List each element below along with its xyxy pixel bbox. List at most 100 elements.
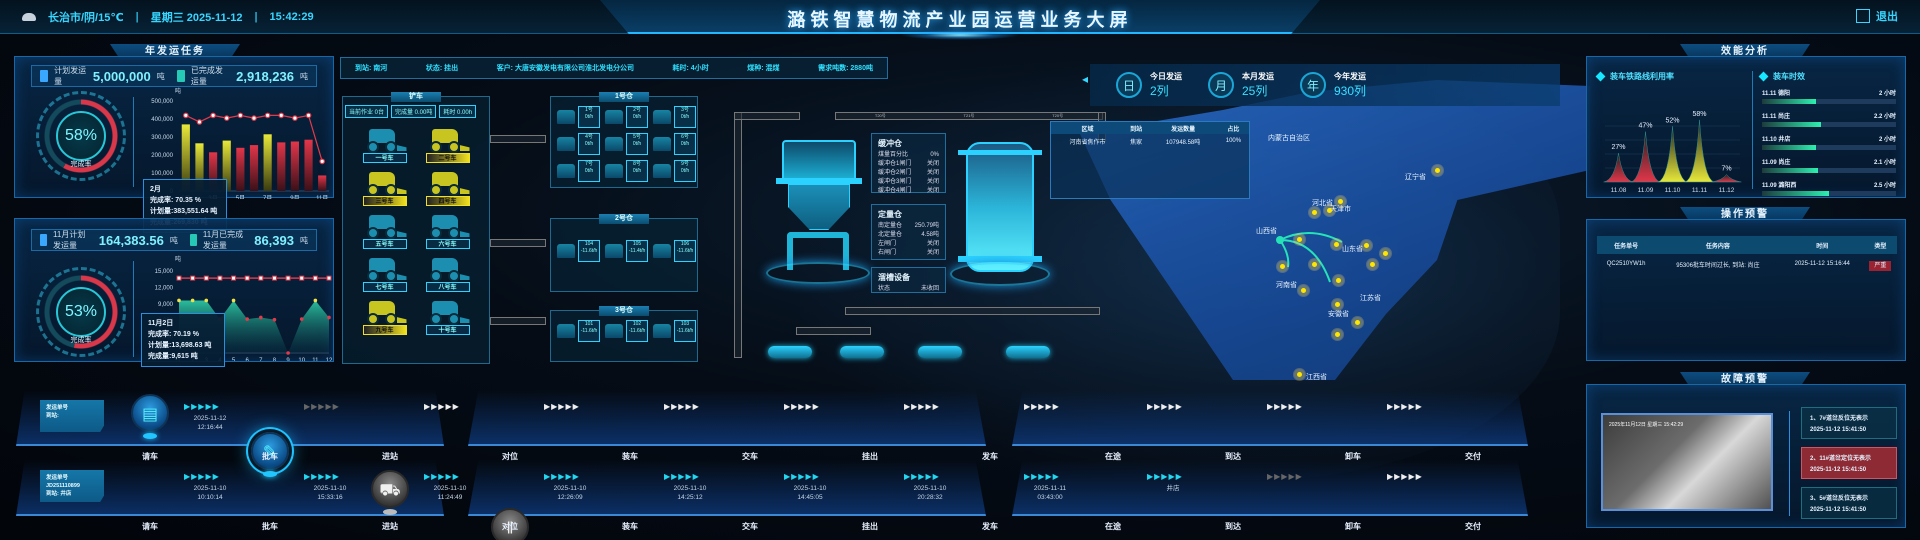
- bin-id: 1号: [585, 107, 593, 113]
- silo-bin[interactable]: 104-11.6t/h: [557, 240, 600, 262]
- bin-id: 3号: [681, 107, 689, 113]
- fault-time: 2025-11-12 15:41:50: [1810, 507, 1867, 513]
- map-dot[interactable]: [1383, 251, 1388, 256]
- map-dot[interactable]: [1370, 262, 1375, 267]
- silo-bin[interactable]: 102-11.6t/h: [605, 320, 648, 342]
- loader-icon: [363, 254, 407, 282]
- tag-line: 发运单号: [46, 475, 69, 481]
- map-dot[interactable]: [1338, 199, 1343, 204]
- summary-label: 本月发运: [1242, 72, 1274, 81]
- loader-十号车[interactable]: 十号车: [416, 297, 479, 335]
- loader-一号车[interactable]: 一号车: [353, 125, 416, 163]
- silo-bin-icon: [653, 110, 671, 124]
- loader-bucket: [459, 145, 470, 151]
- loader-icon: [426, 168, 470, 196]
- loader-icon: [363, 297, 407, 325]
- loader-八号车[interactable]: 八号车: [416, 254, 479, 292]
- loader-三号车[interactable]: 三号车: [353, 168, 416, 206]
- timing-label: 11.11 尚庄: [1762, 114, 1791, 120]
- silo-bin-icon: [557, 137, 575, 151]
- loader-四号车[interactable]: 四号车: [416, 168, 479, 206]
- flow-node-请车[interactable]: ▤: [131, 394, 169, 439]
- bin-id: 9号: [681, 161, 689, 167]
- camera-feed[interactable]: 2025年11月12日 星期三 15:42:29: [1601, 413, 1773, 511]
- shipment-tag-1[interactable]: 发运单号 到站:: [40, 400, 104, 432]
- map-label: 山西省: [1256, 228, 1277, 235]
- map-dot[interactable]: [1297, 237, 1302, 242]
- map-dot[interactable]: [1336, 278, 1341, 283]
- exit-button[interactable]: 退出: [1856, 8, 1898, 24]
- loader-wheel: [384, 227, 397, 239]
- svg-text:47%: 47%: [1638, 123, 1652, 130]
- loader-五号车[interactable]: 五号车: [353, 211, 416, 249]
- timestamp-line: 14:45:05: [797, 494, 823, 501]
- timing-value: 2 小时: [1878, 91, 1896, 97]
- done-value: 2,918,236: [236, 68, 294, 84]
- silo-bin-icon: [605, 324, 623, 338]
- silo-bin-icon: [557, 324, 575, 338]
- shipment-tag-2[interactable]: 发运单号 JD251110899 到站: 井店: [40, 470, 104, 502]
- step-1-icon: ✎: [262, 442, 278, 462]
- map-dot[interactable]: [1364, 243, 1369, 248]
- map-dot[interactable]: [1335, 302, 1340, 307]
- silo-bin[interactable]: 101-11.6t/h: [557, 320, 600, 342]
- step-label: 交车: [742, 522, 758, 531]
- loader-二号车[interactable]: 二号车: [416, 125, 479, 163]
- step-label: 批车: [262, 522, 278, 531]
- map-label: 山东省: [1342, 246, 1363, 253]
- map-dot[interactable]: [1435, 168, 1440, 173]
- rail-cart-icon: [918, 346, 962, 358]
- summary-value: 2列: [1150, 84, 1169, 98]
- svg-text:7: 7: [259, 358, 263, 361]
- map-dot[interactable]: [1312, 262, 1317, 267]
- flow-node-对位[interactable]: ‖: [491, 508, 529, 540]
- map-dot[interactable]: [1297, 372, 1302, 377]
- flow-node-进站[interactable]: ⛟: [371, 470, 409, 515]
- silo-bin[interactable]: 106-11.6t/h: [653, 240, 696, 262]
- loader-七号车[interactable]: 七号车: [353, 254, 416, 292]
- map-dot[interactable]: [1327, 208, 1332, 213]
- map-dot[interactable]: [1334, 242, 1339, 247]
- map-dot[interactable]: [1280, 264, 1285, 269]
- silo-bin[interactable]: 105-11.4t/h: [605, 240, 648, 262]
- timing-label: 11.09 潞阳西: [1762, 183, 1797, 189]
- loader-stats: 当前作业 0台 完成量 0.00吨 耗时 0.00h: [343, 102, 489, 121]
- loader-六号车[interactable]: 六号车: [416, 211, 479, 249]
- map-dot[interactable]: [1335, 332, 1340, 337]
- map-dot[interactable]: [1301, 288, 1306, 293]
- silo-bin[interactable]: 103-11.6t/h: [653, 320, 696, 342]
- plan-label: 11月计划发运量: [53, 230, 86, 250]
- flow-node-批车[interactable]: ✎: [251, 432, 289, 477]
- map-dot[interactable]: [1312, 210, 1317, 215]
- plan-value: 164,383.56: [98, 232, 164, 248]
- loader-body: [368, 129, 395, 143]
- map-dot[interactable]: [1355, 320, 1360, 325]
- fault-time: 2025-11-12 15:41:50: [1810, 427, 1867, 433]
- table-cell: QC2510YW1h: [1606, 261, 1646, 267]
- svg-text:11.10: 11.10: [1665, 187, 1681, 194]
- bin-rate: -11.6t/h: [628, 328, 646, 334]
- cloud-icon: [22, 13, 36, 21]
- loader-九号车[interactable]: 九号车: [353, 297, 416, 335]
- chevron-left-icon[interactable]: ◂: [1082, 72, 1089, 86]
